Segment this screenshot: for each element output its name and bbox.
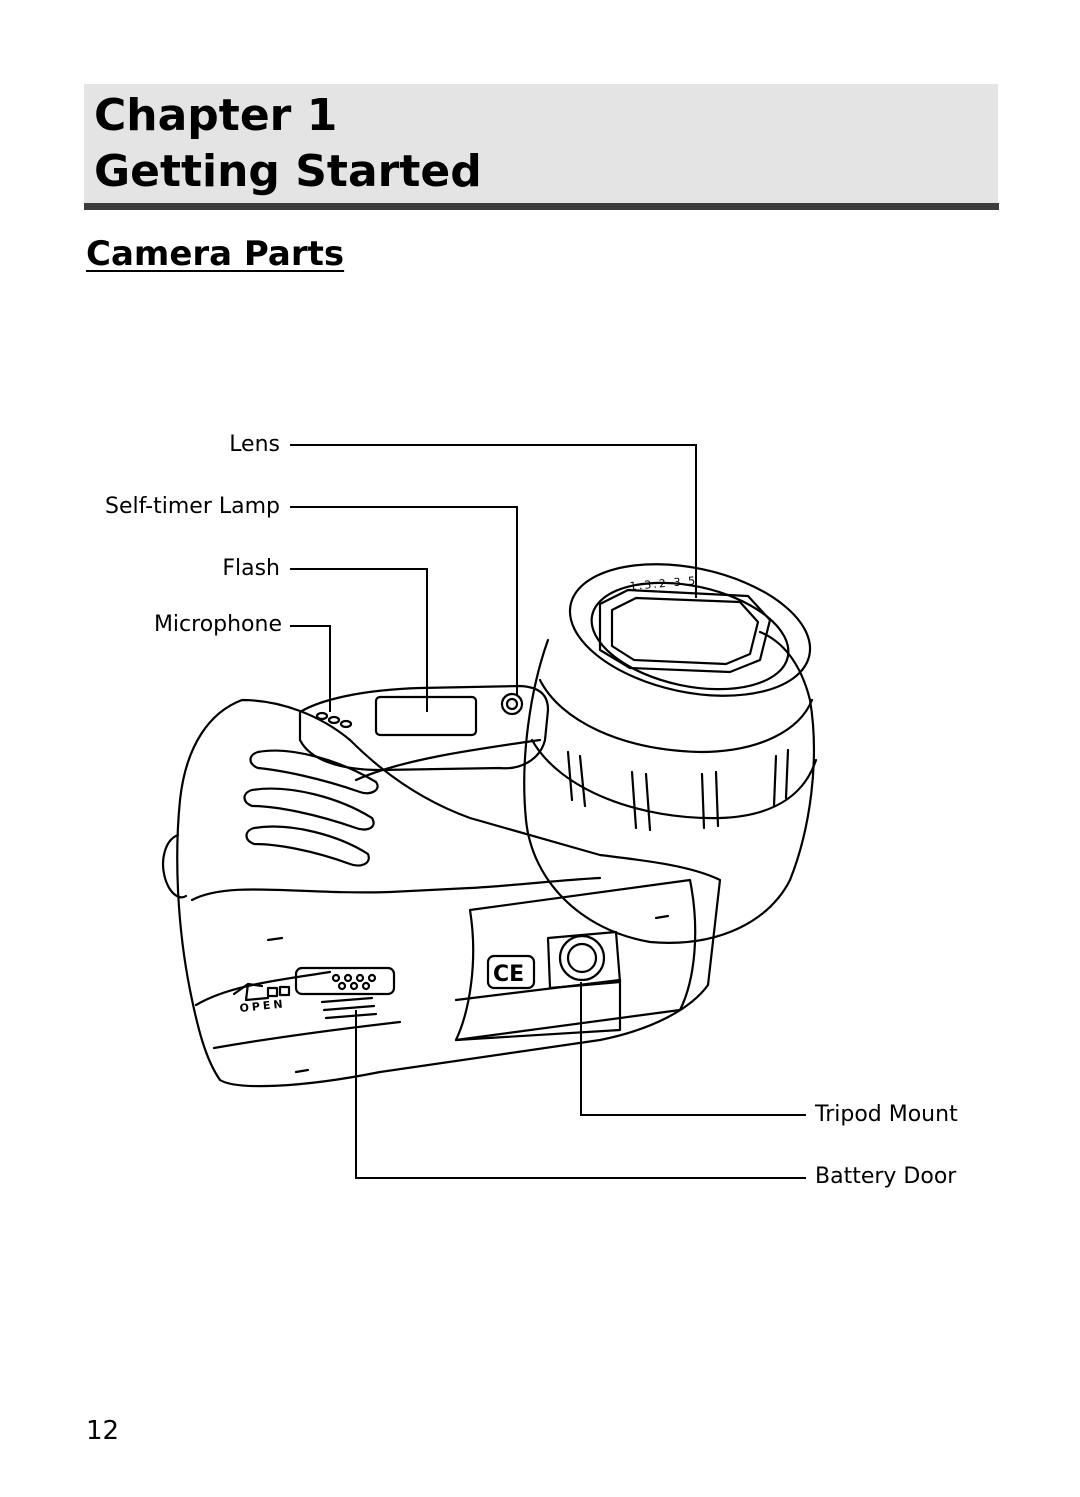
battery-door-latch xyxy=(294,966,396,996)
callout-battery-door: Battery Door xyxy=(815,1164,957,1189)
lens-front-ring xyxy=(568,563,812,697)
open-label: OPEN xyxy=(239,997,286,1015)
microphone-leader-line xyxy=(290,625,331,712)
callout-lens: Lens xyxy=(229,432,280,457)
battery-door-leader-line xyxy=(355,1010,806,1179)
callout-microphone: Microphone xyxy=(153,612,282,637)
ce-mark: CE xyxy=(493,962,524,987)
callout-flash: Flash xyxy=(222,556,280,581)
lens-barrel xyxy=(523,630,816,944)
callout-tripod-mount: Tripod Mount xyxy=(815,1102,958,1127)
bottom-plate xyxy=(454,878,697,1042)
camera-body-outline xyxy=(176,698,722,1088)
chapter-header-band xyxy=(84,84,998,203)
chapter-number: Chapter 1 xyxy=(94,90,338,141)
camera-top-panel xyxy=(298,684,550,772)
chapter-title: Getting Started xyxy=(94,146,482,197)
self-timer-leader-line xyxy=(290,506,518,696)
flash-leader-line xyxy=(290,568,428,712)
ce-mark-box xyxy=(486,954,536,990)
self-timer-lamp xyxy=(500,692,524,716)
tripod-leader-line xyxy=(580,982,806,1116)
open-arrow-icon xyxy=(232,982,270,1002)
lens-marking: 1:3.2-3.5 xyxy=(629,574,698,593)
page-number: 12 xyxy=(86,1416,120,1446)
chapter-header-rule xyxy=(84,203,999,210)
tripod-mount xyxy=(558,934,606,982)
lens-leader-line xyxy=(290,444,697,598)
lens-octagon xyxy=(598,588,772,674)
section-title: Camera Parts xyxy=(86,234,345,274)
callout-self-timer-lamp: Self-timer Lamp xyxy=(105,494,280,519)
